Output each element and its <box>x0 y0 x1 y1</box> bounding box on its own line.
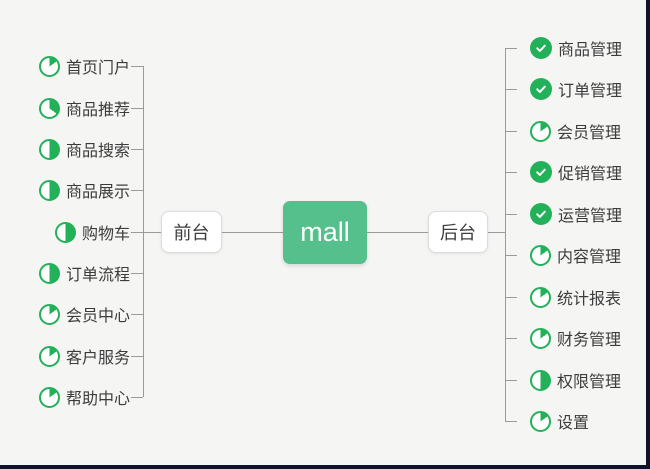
branch-item-product-recommend[interactable]: 商品推荐 <box>38 97 130 119</box>
node-label: 首页门户 <box>65 60 130 77</box>
root-node[interactable]: mall <box>283 201 367 264</box>
connector-line <box>143 66 144 397</box>
node-label: 商品推荐 <box>65 102 130 119</box>
progress-pie-icon <box>530 369 551 391</box>
frame-border-bottom <box>0 465 650 469</box>
connector-line <box>505 297 517 298</box>
check-icon <box>530 203 552 225</box>
progress-pie-icon <box>38 138 60 160</box>
node-label: 会员管理 <box>557 125 622 142</box>
branch-item-permission-mgmt[interactable]: 权限管理 <box>530 369 621 391</box>
progress-pie-icon <box>38 97 60 119</box>
connector-line <box>505 255 517 256</box>
progress-pie-icon <box>530 286 551 308</box>
progress-pie-icon <box>38 262 60 284</box>
connector-line <box>505 421 517 422</box>
connector-line <box>131 314 143 315</box>
check-icon <box>530 161 552 183</box>
connector-line <box>488 232 505 233</box>
node-label: 订单管理 <box>558 83 623 100</box>
connector-line <box>131 108 143 109</box>
connector-line <box>131 232 143 233</box>
connector-line <box>222 232 283 233</box>
connector-line <box>143 232 161 233</box>
node-label: 财务管理 <box>557 332 622 349</box>
connector-line <box>505 89 517 90</box>
branch-item-settings[interactable]: 设置 <box>530 410 589 432</box>
progress-pie-icon <box>530 327 551 349</box>
node-label: 统计报表 <box>557 291 622 308</box>
connector-line <box>131 66 143 67</box>
branch-item-cart[interactable]: 购物车 <box>54 221 130 243</box>
branch-item-finance-mgmt[interactable]: 财务管理 <box>530 327 621 349</box>
check-icon <box>530 37 552 59</box>
back-branch-label: 后台 <box>440 223 476 243</box>
connector-line <box>131 397 143 398</box>
front-branch-label: 前台 <box>173 223 210 243</box>
connector-line <box>131 149 143 150</box>
node-label: 设置 <box>557 415 590 432</box>
node-label: 订单流程 <box>65 267 130 284</box>
branch-item-customer-service[interactable]: 客户服务 <box>38 345 130 367</box>
node-label: 会员中心 <box>65 308 130 325</box>
branch-item-product-mgmt[interactable]: 商品管理 <box>530 37 622 59</box>
node-label: 内容管理 <box>557 249 622 266</box>
progress-pie-icon <box>530 244 551 266</box>
connector-line <box>131 356 143 357</box>
connector-line <box>505 380 517 381</box>
node-label: 促销管理 <box>558 166 623 183</box>
root-label: mall <box>300 217 350 247</box>
connector-line <box>505 338 517 339</box>
progress-pie-icon <box>38 345 60 367</box>
connector-line <box>505 131 517 132</box>
node-label: 商品展示 <box>65 184 130 201</box>
connector-line <box>131 190 143 191</box>
frame-border-right <box>646 0 650 469</box>
connector-line <box>505 48 517 49</box>
check-icon <box>530 78 552 100</box>
branch-item-order-mgmt[interactable]: 订单管理 <box>530 78 622 100</box>
node-label: 客户服务 <box>65 350 130 367</box>
node-label: 运营管理 <box>558 208 623 225</box>
branch-item-product-search[interactable]: 商品搜索 <box>38 138 130 160</box>
connector-line <box>505 172 517 173</box>
branch-item-member-center[interactable]: 会员中心 <box>38 303 130 325</box>
branch-item-product-display[interactable]: 商品展示 <box>38 179 130 201</box>
progress-pie-icon <box>530 120 551 142</box>
connector-line <box>505 48 506 421</box>
branch-item-help-center[interactable]: 帮助中心 <box>38 386 130 408</box>
branch-item-home-portal[interactable]: 首页门户 <box>38 55 130 77</box>
progress-pie-icon <box>38 386 60 408</box>
node-label: 购物车 <box>81 226 130 243</box>
progress-pie-icon <box>530 410 551 432</box>
node-label: 帮助中心 <box>65 391 130 408</box>
back-branch-node[interactable]: 后台 <box>428 211 488 253</box>
branch-item-operation-mgmt[interactable]: 运营管理 <box>530 203 622 225</box>
connector-line <box>131 273 143 274</box>
branch-item-member-mgmt[interactable]: 会员管理 <box>530 120 621 142</box>
node-label: 商品管理 <box>558 42 623 59</box>
connector-line <box>505 214 517 215</box>
front-branch-node[interactable]: 前台 <box>161 211 222 253</box>
progress-pie-icon <box>38 179 60 201</box>
progress-pie-icon <box>54 221 76 243</box>
node-label: 商品搜索 <box>65 143 130 160</box>
branch-item-promo-mgmt[interactable]: 促销管理 <box>530 161 622 183</box>
connector-line <box>367 232 428 233</box>
node-label: 权限管理 <box>557 374 622 391</box>
progress-pie-icon <box>38 303 60 325</box>
progress-pie-icon <box>38 55 60 77</box>
branch-item-content-mgmt[interactable]: 内容管理 <box>530 244 621 266</box>
branch-item-stats-report[interactable]: 统计报表 <box>530 286 621 308</box>
branch-item-order-flow[interactable]: 订单流程 <box>38 262 130 284</box>
